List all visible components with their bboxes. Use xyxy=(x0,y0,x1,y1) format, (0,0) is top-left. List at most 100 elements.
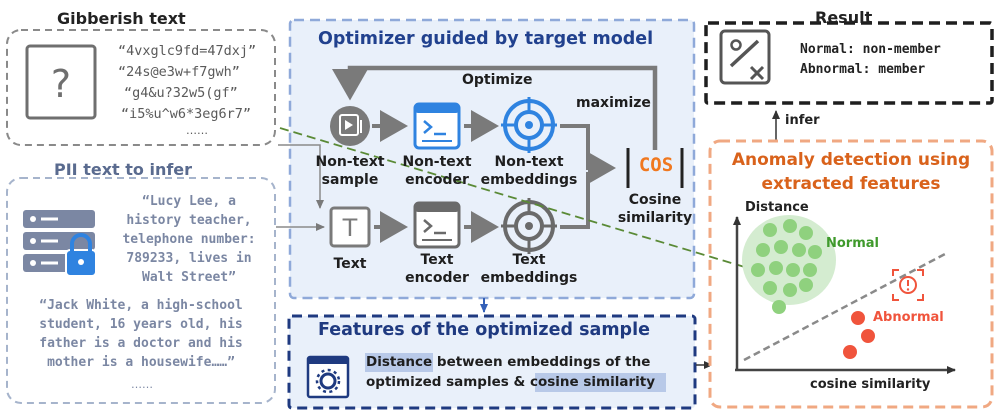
normal-point xyxy=(783,219,797,233)
normal-point xyxy=(803,263,817,277)
result-box xyxy=(704,21,994,105)
gibberish-title: Gibberish text xyxy=(57,9,186,28)
anomaly-title: Anomaly detection using extracted featur… xyxy=(712,148,990,196)
dashed-connector xyxy=(279,127,749,269)
infer-label: infer xyxy=(785,113,820,128)
gibberish-line-4: “i5%u^w6*3eg6r7” xyxy=(121,106,252,122)
cosine-axis-label: cosine similarity xyxy=(810,377,931,392)
non-text-sample-label: Non-text sample xyxy=(310,153,390,189)
cos-label: COS xyxy=(638,154,674,176)
pii-sample-1-line: telephone number: xyxy=(122,232,256,247)
label-line: Non-text xyxy=(315,154,385,170)
arrow-nontext-emb-to-cos xyxy=(560,124,616,184)
cosine-highlight xyxy=(535,373,666,392)
abnormal-point xyxy=(861,329,875,343)
normal-label: Normal xyxy=(826,236,879,251)
label-line: Text xyxy=(512,252,546,268)
pii-sample-1-line: Walt Street” xyxy=(142,270,236,285)
scatter-plot xyxy=(733,215,956,374)
label-line: embeddings xyxy=(480,270,578,286)
svg-text:T: T xyxy=(342,214,358,242)
features-line-2: optimized samples & cosine similarity xyxy=(366,374,655,390)
label-line: similarity xyxy=(617,210,693,226)
distance-axis-label: Distance xyxy=(745,200,809,215)
normal-point xyxy=(799,278,813,292)
anomaly-box xyxy=(708,139,994,409)
svg-text:?: ? xyxy=(51,62,71,106)
features-title: Features of the optimized sample xyxy=(318,320,650,340)
label-line: embeddings xyxy=(480,172,578,188)
normal-point xyxy=(786,263,800,277)
text-encoder-icon xyxy=(413,201,461,249)
percent-document-icon xyxy=(719,29,771,85)
pii-sample-2-line: student, 16 years old, his xyxy=(39,317,243,332)
distance-term: Distance xyxy=(366,354,433,370)
non-text-encoder-icon xyxy=(413,102,461,150)
normal-point xyxy=(783,283,797,297)
anomaly-title-line: Anomaly detection using xyxy=(731,150,971,170)
optimizer-title: Optimizer guided by target model xyxy=(318,29,654,49)
label-line: Cosine xyxy=(628,192,682,208)
pii-sample-1-line: 789233, lives in xyxy=(126,251,252,266)
pii-sample-2: “Jack White, a high-school student, 16 y… xyxy=(9,296,273,372)
cos-icon xyxy=(626,148,684,188)
normal-point xyxy=(792,243,806,257)
label-line: Text xyxy=(420,252,454,268)
abnormal-point xyxy=(843,345,857,359)
text-icon: T xyxy=(329,206,371,248)
gibberish-line-2: “24s@e3w+f7gwh” xyxy=(118,64,240,80)
pii-sample-2-line: mother is a housewife……” xyxy=(47,355,235,370)
pii-title: PII text to infer xyxy=(54,160,193,179)
result-normal: Normal: non-member xyxy=(800,42,941,57)
non-text-sample-icon xyxy=(330,106,370,146)
arrow-gibberish-to-text xyxy=(278,144,324,209)
pii-sample-2-line: father is a doctor and his xyxy=(39,336,243,351)
database-lock-icon xyxy=(23,210,97,277)
label-line: sample xyxy=(321,172,379,188)
question-icon: ? xyxy=(25,44,97,120)
optimize-loop-arrow xyxy=(332,65,658,150)
cosine-term: cosine similarity xyxy=(529,374,656,390)
pii-sample-1: “Lucy Lee, a history teacher, telephone … xyxy=(103,192,275,287)
text-encoder-label: Text encoder xyxy=(397,251,477,287)
non-text-embeddings-label: Non-text embeddings xyxy=(478,153,580,189)
normal-point xyxy=(756,243,770,257)
pii-sample-2-line: “Jack White, a high-school xyxy=(39,298,243,313)
normal-point xyxy=(774,240,788,254)
anomaly-title-line: extracted features xyxy=(761,174,941,194)
label-line: Non-text xyxy=(494,154,564,170)
pii-sample-1-line: “Lucy Lee, a xyxy=(142,194,236,209)
label-line: Non-text xyxy=(402,154,472,170)
normal-point xyxy=(799,226,813,240)
result-title: Result xyxy=(815,8,873,27)
pii-ellipsis: …… xyxy=(131,378,153,391)
abnormal-point xyxy=(851,311,865,325)
text-embeddings-label: Text embeddings xyxy=(478,251,580,287)
features-line-2-start: optimized samples & xyxy=(366,374,530,390)
cosine-similarity-label: Cosine similarity xyxy=(615,191,695,227)
features-line-1: Distance between embeddings of the xyxy=(366,354,650,370)
alert-icon xyxy=(892,269,924,301)
arrow-text-emb-to-cos xyxy=(560,172,590,229)
normal-point xyxy=(769,261,783,275)
result-abnormal: Abnormal: member xyxy=(800,62,926,77)
text-label: Text xyxy=(333,256,367,272)
normal-point xyxy=(763,223,777,237)
maximize-label: maximize xyxy=(576,95,651,111)
normal-point xyxy=(763,281,777,295)
normal-point xyxy=(772,300,786,314)
gibberish-ellipsis: …… xyxy=(186,124,208,137)
normal-point xyxy=(751,263,765,277)
normal-point xyxy=(808,245,822,259)
non-text-encoder-label: Non-text encoder xyxy=(397,153,477,189)
optimize-label: Optimize xyxy=(462,72,533,88)
pii-sample-1-line: history teacher, xyxy=(126,213,252,228)
gibberish-line-1: “4vxglc9fd=47dxj” xyxy=(118,43,257,59)
distance-highlight xyxy=(365,353,433,372)
gibberish-line-3: “g4&u?32w5(gf” xyxy=(124,85,238,101)
label-line: encoder xyxy=(405,172,469,188)
abnormal-label: Abnormal xyxy=(873,310,944,325)
non-text-embeddings-icon xyxy=(501,97,557,153)
decision-boundary xyxy=(743,252,946,362)
